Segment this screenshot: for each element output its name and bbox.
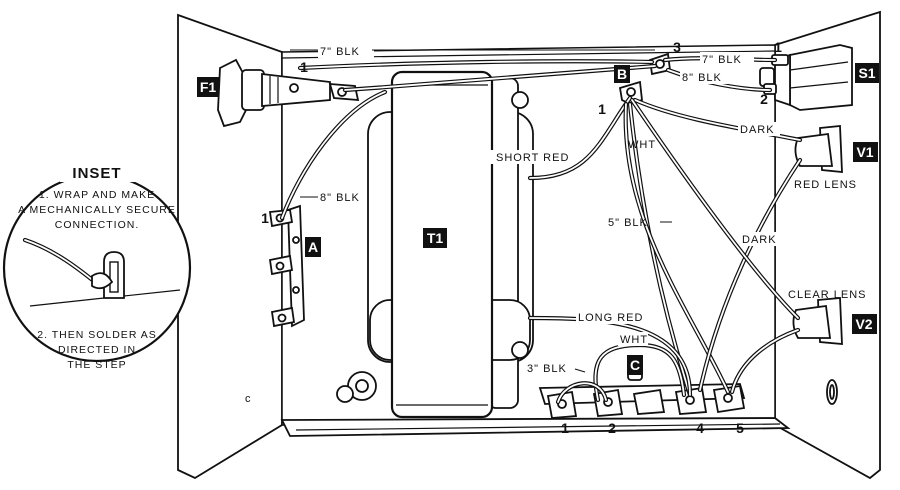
label-wht-upper: WHT xyxy=(628,139,656,151)
c-terminal-4: 4 xyxy=(696,420,704,436)
terminal-numbers: 3 1 2 1 1 1 1 2 4 5 xyxy=(261,39,782,436)
label-8-blk-right: 8" BLK xyxy=(682,72,722,84)
label-7-blk-right: 7" BLK xyxy=(702,54,742,66)
inset-detail: INSET 1. WRAP AND MAKE A MECHANICALLY SE… xyxy=(2,164,192,371)
b-terminal-1: 1 xyxy=(598,101,606,117)
tag-t1-text: T1 xyxy=(427,230,444,246)
label-7-blk-top: 7" BLK xyxy=(320,46,360,58)
inset-step2-line2: DIRECTED IN xyxy=(58,344,136,356)
tag-a: A xyxy=(305,237,321,257)
tag-f1-text: F1 xyxy=(200,79,217,95)
c-terminal-5: 5 xyxy=(736,420,744,436)
label-long-red: LONG RED xyxy=(578,312,643,324)
inset-step1-line3: CONNECTION. xyxy=(55,219,140,231)
inset-step2-line3: THE STEP xyxy=(67,359,126,371)
tag-b-text: B xyxy=(617,66,627,82)
c-terminal-1: 1 xyxy=(561,420,569,436)
tag-s1: S1 xyxy=(855,63,879,83)
tag-c-text: C xyxy=(630,357,640,373)
tag-a-text: A xyxy=(308,239,318,255)
tag-c: C xyxy=(627,355,643,375)
f1-terminal-1: 1 xyxy=(300,59,308,75)
wire-labels: 7" BLK 7" BLK 8" BLK 8" BLK SHORT RED WH… xyxy=(290,44,866,375)
label-dark-upper: DARK xyxy=(740,124,775,136)
label-clear-lens: CLEAR LENS xyxy=(788,289,866,301)
label-short-red: SHORT RED xyxy=(496,152,569,164)
tag-v1-text: V1 xyxy=(856,144,873,160)
s1-terminal-2: 2 xyxy=(760,91,768,107)
s1-terminal-1: 1 xyxy=(774,39,782,55)
label-8-blk-left: 8" BLK xyxy=(320,192,360,204)
chassis-mark: c xyxy=(245,393,252,405)
inset-title: INSET xyxy=(72,165,121,182)
c-terminal-2: 2 xyxy=(608,420,616,436)
inset-step2-line1: 2. THEN SOLDER AS xyxy=(37,329,157,341)
label-3-blk: 3" BLK xyxy=(527,363,567,375)
s1-terminal-3: 3 xyxy=(673,39,681,55)
tag-t1: T1 xyxy=(423,228,447,248)
transformer-t1 xyxy=(367,70,534,419)
label-dark-lower: DARK xyxy=(742,234,777,246)
terminal-strip-a xyxy=(268,204,305,328)
label-wht-lower: WHT xyxy=(620,334,648,346)
tag-v2: V2 xyxy=(852,314,877,334)
tag-v1: V1 xyxy=(853,142,878,162)
label-5-blk: 5" BLK xyxy=(608,217,648,229)
tag-s1-text: S1 xyxy=(858,65,875,81)
tag-b: B xyxy=(614,65,630,83)
terminal-strip-c xyxy=(538,357,746,419)
grommet xyxy=(336,371,838,405)
part-tags: F1 S1 B A T1 V1 V2 C xyxy=(197,63,879,375)
label-red-lens: RED LENS xyxy=(794,179,857,191)
a-terminal-1: 1 xyxy=(261,210,269,226)
inset-step1-line2: A MECHANICALLY SECURE xyxy=(18,204,176,216)
tag-v2-text: V2 xyxy=(855,316,872,332)
tag-f1: F1 xyxy=(197,77,219,97)
lamp-v1 xyxy=(794,125,843,173)
inset-step1-line1: 1. WRAP AND MAKE xyxy=(39,189,155,201)
